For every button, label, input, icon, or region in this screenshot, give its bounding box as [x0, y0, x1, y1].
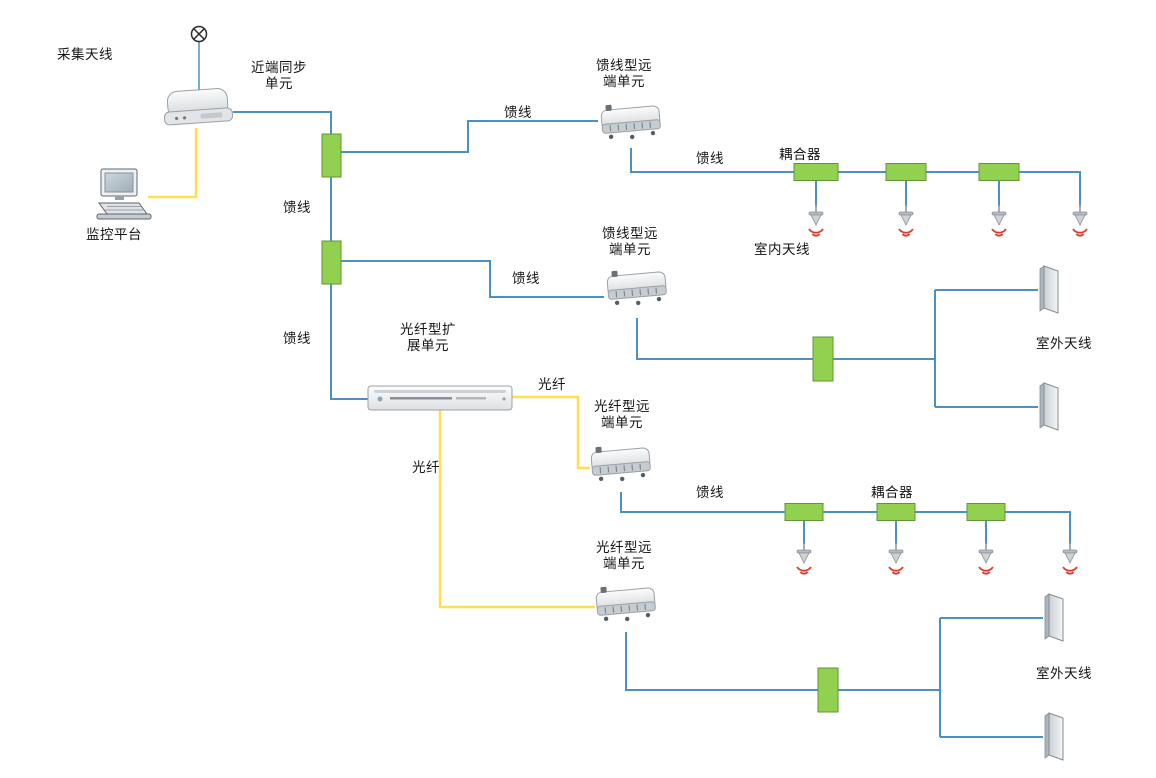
indoor-antenna-icon [978, 542, 994, 575]
label-fiber-remote-unit-bottom: 光纤型远 端单元 [596, 540, 652, 573]
indoor-antenna-icon [796, 542, 812, 575]
feeder-cable-lines [233, 111, 1081, 738]
label-feeder-6: 馈线 [696, 485, 724, 501]
coupler-row2-3 [966, 503, 1006, 521]
label-fiber-2: 光纤 [412, 460, 440, 476]
label-fiber-expansion-unit: 光纤型扩 展单元 [400, 322, 456, 355]
coupler-row2-1 [784, 503, 824, 521]
splitter-block-outdoor-1 [812, 336, 834, 382]
fiber-expansion-unit-device [367, 385, 513, 411]
indoor-antennas-row2 [796, 542, 1078, 575]
label-monitor-platform: 监控平台 [86, 227, 142, 243]
outdoor-antenna-icon [1044, 593, 1064, 642]
label-fiber-remote-unit-top: 光纤型远 端单元 [594, 399, 650, 432]
indoor-antenna-icon [888, 542, 904, 575]
label-near-end-sync-unit: 近端同步 单元 [251, 60, 307, 93]
label-feeder-1: 馈线 [504, 105, 532, 121]
label-coupler-row2: 耦合器 [871, 485, 913, 501]
outdoor-antenna-icon [1044, 712, 1064, 761]
label-coupler-row1: 耦合器 [779, 147, 821, 163]
label-indoor-antenna: 室内天线 [754, 242, 810, 258]
label-collect-antenna: 采集天线 [57, 47, 113, 63]
label-feeder-5: 馈线 [283, 331, 311, 347]
indoor-antenna-icon [808, 204, 824, 237]
label-feeder-2: 馈线 [696, 151, 724, 167]
feeder-remote-unit-mid-device [605, 265, 668, 309]
indoor-antenna-icon [1062, 542, 1078, 575]
label-feeder-remote-unit-mid: 馈线型远 端单元 [602, 226, 658, 259]
indoor-antennas-row1 [808, 204, 1088, 237]
indoor-antenna-icon [991, 204, 1007, 237]
fiber-remote-unit-top-device [589, 441, 652, 485]
coupler-row1-2 [885, 163, 927, 181]
coupler-row1-1 [793, 163, 839, 181]
indoor-antenna-icon [898, 204, 914, 237]
label-feeder-4: 馈线 [512, 271, 540, 287]
feeder-remote-unit-top-device [599, 99, 662, 143]
label-feeder-3: 馈线 [283, 200, 311, 216]
splitter-block-outdoor-2 [817, 667, 839, 713]
fiber-remote-unit-bottom-device [594, 581, 657, 625]
fiber-cable-lines [148, 128, 595, 609]
splitter-block-1 [321, 133, 342, 178]
label-outdoor-antenna-row2: 室外天线 [1036, 666, 1092, 682]
label-fiber-1: 光纤 [538, 377, 566, 393]
splitter-block-2 [321, 240, 342, 285]
coupler-row2-2 [876, 503, 916, 521]
label-feeder-remote-unit-top: 馈线型远 端单元 [596, 58, 652, 91]
monitor-computer-device [96, 168, 152, 220]
label-outdoor-antenna-row1: 室外天线 [1036, 336, 1092, 352]
indoor-antenna-icon [1072, 204, 1088, 237]
coupler-blocks [321, 133, 1020, 713]
outdoor-antenna-icon [1039, 382, 1059, 431]
near-end-sync-unit-device [163, 88, 234, 126]
coupler-row1-3 [978, 163, 1020, 181]
collect-antenna-icon [190, 25, 208, 92]
outdoor-antenna-icon [1039, 265, 1059, 314]
